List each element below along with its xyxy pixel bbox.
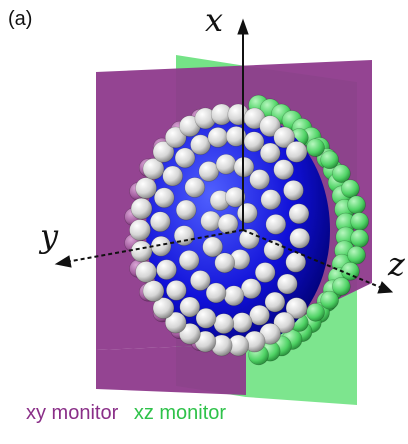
white-particle [214,252,236,274]
green-particle [350,212,369,231]
white-particle [285,141,308,163]
white-particle [277,273,298,295]
white-particle [273,311,296,334]
white-particle [217,213,239,235]
white-particle [259,142,281,164]
white-particle [237,202,258,224]
white-particle [289,227,311,249]
white-particle [240,278,262,299]
white-particle [254,262,276,283]
white-particle [174,147,196,169]
white-particle [283,180,304,201]
white-particle [260,189,282,210]
y-axis-arrow [54,255,72,268]
white-particle [152,141,175,163]
green-particle [332,164,351,183]
white-particle [135,261,157,283]
white-particle [179,323,201,345]
white-particle [207,127,229,148]
white-particle [142,280,165,302]
green-particle [341,179,360,199]
white-particle [166,280,187,301]
legend-xz-monitor: xz monitor [133,402,227,424]
white-particle [164,126,187,149]
white-particle [273,126,296,149]
axes [54,18,394,294]
white-particle [175,199,197,221]
white-particle [259,115,281,137]
white-particle [213,313,235,334]
white-particle [190,134,211,156]
white-particle [135,177,157,199]
green-particle [306,138,325,157]
white-particle [184,177,206,198]
white-particle [285,297,308,319]
white-particle [198,161,220,182]
white-particle-group [129,103,311,357]
xy-monitor-plane-lower [96,344,246,395]
white-particle [205,282,227,304]
green-particle [306,303,325,322]
white-particle [173,225,195,246]
white-particle [249,169,270,190]
white-particle [273,159,294,180]
white-particle [179,296,201,318]
white-particle [243,131,265,152]
white-particle [152,297,175,319]
white-particle [142,158,165,180]
y-axis-label: y [40,217,59,255]
z-axis-arrow [377,281,394,294]
white-particle [153,187,175,209]
white-particle [149,211,171,233]
white-particle [249,304,270,326]
legend-xy-monitor: xy monitor [26,402,119,424]
white-particle [200,210,221,232]
white-particle [239,228,260,250]
white-particle [202,236,223,258]
green-particle [332,277,351,296]
green-particle [350,229,369,248]
panel-label: (a) [8,8,33,30]
white-particle [178,250,200,271]
white-particle [265,214,287,235]
white-particle [231,312,253,333]
green-particle [347,245,366,265]
white-particle [264,291,286,313]
white-particle [195,308,217,329]
white-particle [150,235,172,257]
white-particle [190,270,211,291]
x-axis-arrow [237,18,249,35]
green-particle [320,290,339,310]
white-particle [263,239,285,261]
white-particle [130,240,153,263]
white-particle [130,197,153,220]
legend: xy monitor xz monitor [26,402,236,425]
z-axis-label: z [388,245,405,283]
white-particle [223,285,245,307]
white-particle [129,219,151,241]
white-particle [164,311,187,334]
green-particle [320,150,339,170]
white-particle [224,186,246,208]
white-particle [162,165,183,187]
green-particle [347,195,366,215]
white-particle [156,259,177,280]
white-particle [288,203,310,225]
white-particle [215,153,237,175]
x-axis-label: x [205,1,224,39]
